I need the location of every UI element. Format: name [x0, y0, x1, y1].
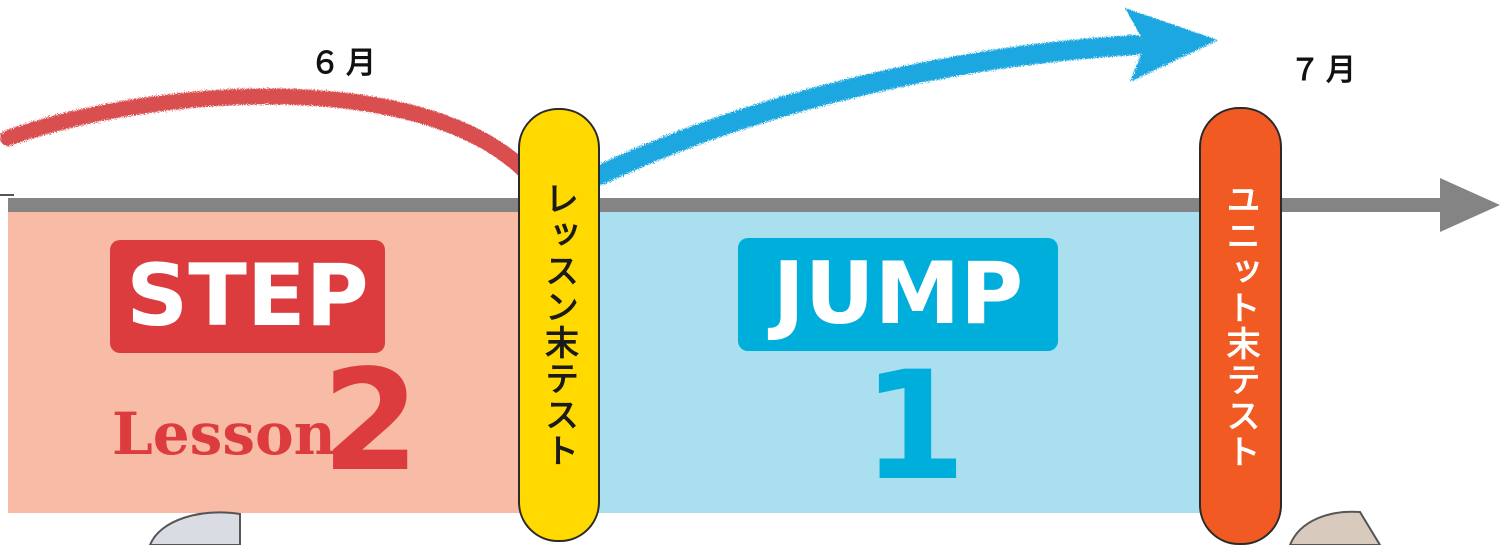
unit-test-label: ユニット末テスト	[1220, 182, 1260, 470]
jump-badge: JUMP	[738, 238, 1058, 351]
character-left-icon	[148, 511, 241, 545]
character-right-icon	[1288, 510, 1382, 545]
timeline-arrowhead-icon	[1440, 178, 1500, 232]
step-badge: STEP	[110, 240, 385, 353]
month-label-july: ７月	[1290, 53, 1362, 88]
month-label-june: ６月	[310, 46, 382, 81]
lesson-label: Lesson	[112, 400, 336, 468]
blue-progress-arrow	[590, 35, 1145, 185]
unit-test-pill: ユニット末テスト	[1199, 107, 1282, 545]
red-progress-arc	[0, 88, 532, 178]
jump-number: 1	[862, 340, 967, 514]
lesson-test-pill: レッスン末テスト	[518, 108, 600, 542]
lesson-test-label: レッスン末テスト	[538, 181, 579, 469]
blue-arrowhead-icon	[1125, 8, 1218, 82]
lesson-number: 2	[322, 340, 420, 503]
